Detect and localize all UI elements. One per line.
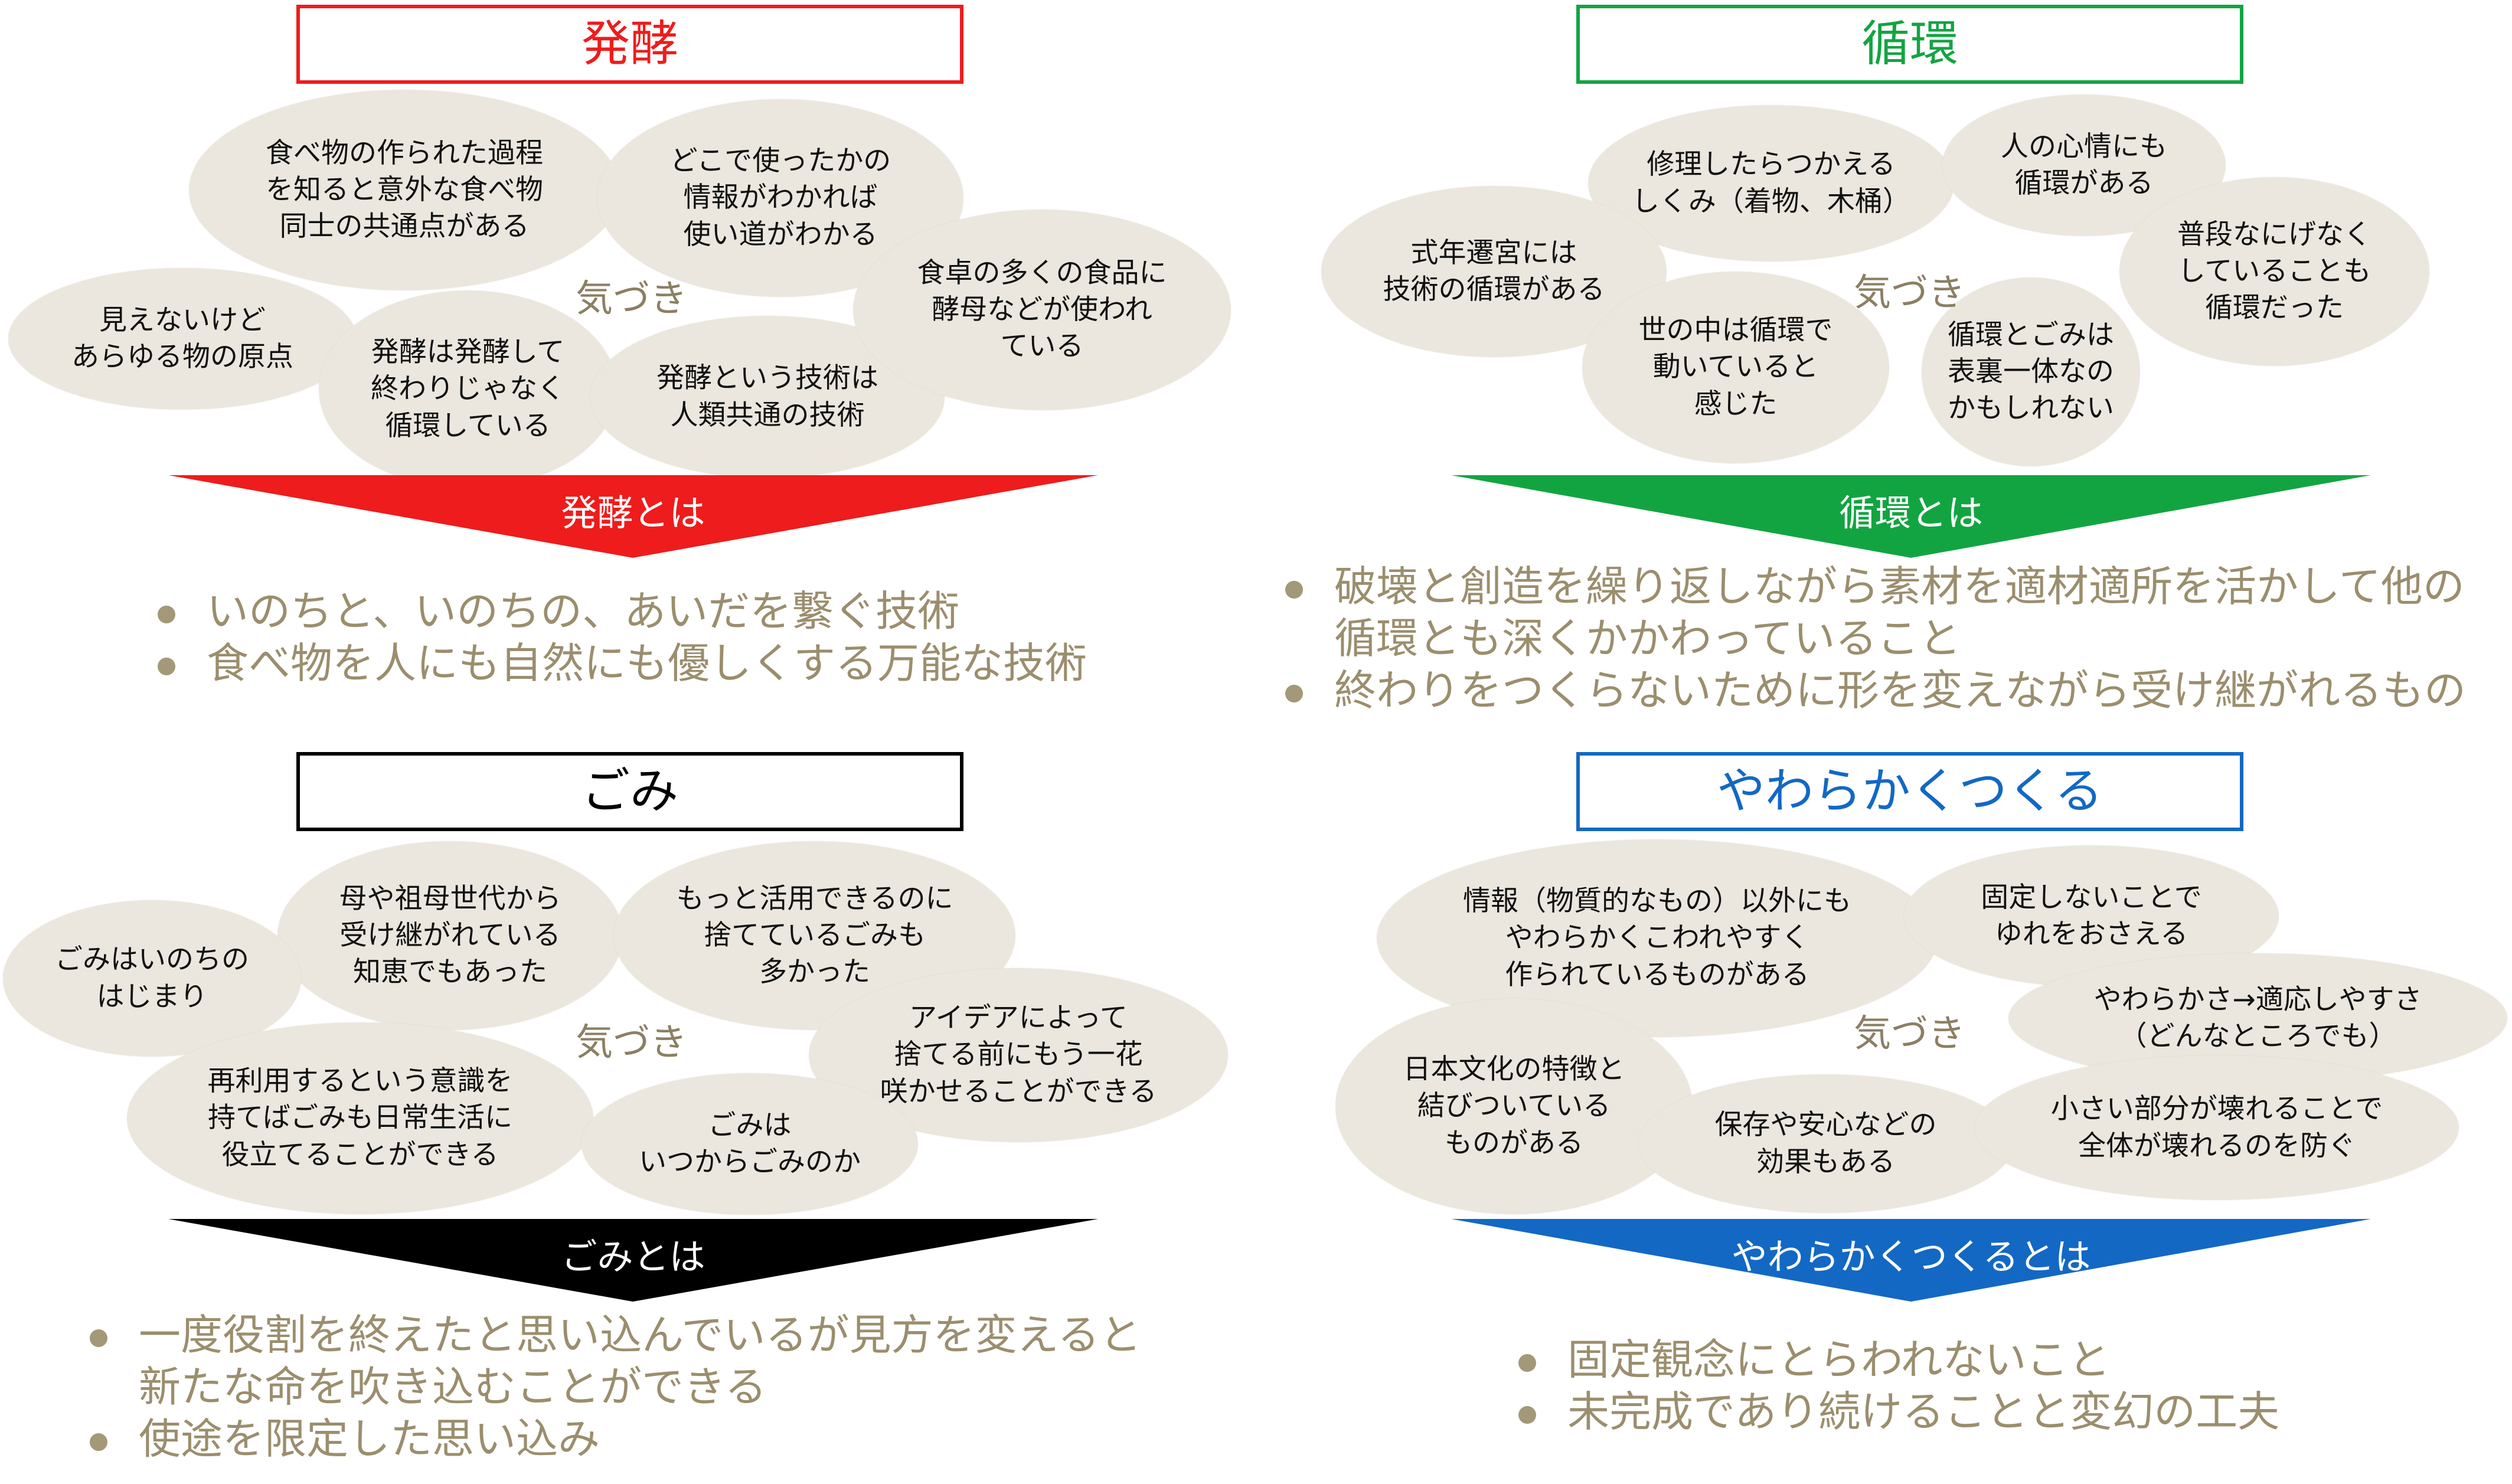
yawaraka-arrow-shape	[1451, 1219, 2371, 1302]
junkan-bubble-5: 世の中は循環で 動いていると 感じた	[1582, 272, 1889, 463]
gomi-point-1: 一度役割を終えたと思い込んでいるが見方を変えると 新たな命を吹き込むことができる	[83, 1309, 1141, 1413]
junkan-kizuki-label: 気づき	[1854, 271, 1965, 314]
yawaraka-point-1: 固定観念にとらわれないこと	[1511, 1334, 2279, 1386]
gomi-arrow-shape	[168, 1219, 1098, 1302]
hakko-bubble-6: 食卓の多くの食品に 酵母などが使われ ている	[853, 210, 1231, 410]
gomi-arrow-label: ごみとは	[561, 1236, 705, 1278]
gomi-point-2: 使途を限定した思い込み	[83, 1413, 1141, 1465]
hakko-arrow-label: 発酵とは	[561, 492, 705, 534]
yawaraka-arrow: やわらかくつくるとは	[1451, 1219, 2371, 1302]
hakko-point-1: いのちと、いのちの、あいだを繋ぐ技術	[151, 586, 1087, 638]
gomi-bubble-6: ごみは いつからごみのか	[582, 1073, 918, 1215]
junkan-title: 循環	[1576, 5, 2243, 84]
yawaraka-bubble-5: 保存や安心などの 効果もある	[1638, 1074, 2013, 1213]
yawaraka-title: やわらかくつくる	[1576, 752, 2243, 831]
hakko-points: いのちと、いのちの、あいだを繋ぐ技術 食べ物を人にも自然にも優しくする万能な技術	[151, 586, 1087, 689]
junkan-bubble-2: 人の心情にも 循環がある	[1942, 94, 2226, 236]
junkan-arrow: 循環とは	[1451, 475, 2371, 558]
hakko-bubble-1: 食べ物の作られた過程 を知ると意外な食べ物 同士の共通点がある	[189, 90, 620, 290]
hakko-bubble-4: 発酵は発酵して 終わりじゃなく 循環している	[319, 290, 617, 488]
junkan-point-1: 破壊と創造を繰り返しながら素材を適材適所を活かして他の 循環とも深くかかわってい…	[1278, 561, 2466, 665]
hakko-bubble-3: 見えないけど あらゆる物の原点	[8, 268, 357, 410]
junkan-bubble-6: 循環とごみは 表裏一体なの かもしれない	[1922, 277, 2140, 466]
gomi-bubble-3: ごみはいのちの はじまり	[3, 900, 301, 1057]
gomi-arrow: ごみとは	[168, 1219, 1098, 1302]
yawaraka-point-2: 未完成であり続けることと変幻の工夫	[1511, 1386, 2279, 1438]
yawaraka-kizuki-label: 気づき	[1854, 1012, 1965, 1055]
junkan-point-2: 終わりをつくらないために形を変えながら受け継がれるもの	[1278, 665, 2466, 717]
hakko-title: 発酵	[296, 5, 963, 84]
junkan-arrow-shape	[1451, 475, 2371, 558]
gomi-kizuki-label: 気づき	[576, 1021, 687, 1064]
junkan-points: 破壊と創造を繰り返しながら素材を適材適所を活かして他の 循環とも深くかかわってい…	[1278, 561, 2466, 717]
hakko-kizuki-label: 気づき	[576, 277, 687, 320]
gomi-bubble-5: 再利用するという意識を 持てばごみも日常生活に 役立てることができる	[127, 1022, 593, 1214]
yawaraka-points: 固定観念にとらわれないこと 未完成であり続けることと変幻の工夫	[1511, 1334, 2279, 1438]
gomi-points: 一度役割を終えたと思い込んでいるが見方を変えると 新たな命を吹き込むことができる…	[83, 1309, 1141, 1465]
gomi-title: ごみ	[296, 752, 963, 831]
junkan-bubble-4: 普段なにげなく していることも 循環だった	[2119, 177, 2429, 366]
hakko-arrow-shape	[168, 475, 1098, 558]
hakko-point-2: 食べ物を人にも自然にも優しくする万能な技術	[151, 638, 1087, 689]
gomi-bubble-1: 母や祖母世代から 受け継がれている 知恵でもあった	[277, 841, 623, 1030]
junkan-arrow-label: 循環とは	[1838, 492, 1983, 534]
hakko-arrow: 発酵とは	[168, 475, 1098, 558]
yawaraka-bubble-4: 日本文化の特徴と 結びついている ものがある	[1335, 999, 1693, 1214]
yawaraka-arrow-label: やわらかくつくるとは	[1731, 1236, 2091, 1278]
hakko-bubble-5: 発酵という技術は 人類共通の技術	[590, 316, 945, 478]
hakko-bubble-2: どこで使ったかの 情報がわかれば 使い道がわかる	[597, 99, 963, 297]
yawaraka-bubble-6: 小さい部分が壊れることで 全体が壊れるのを防ぐ	[1975, 1055, 2459, 1200]
